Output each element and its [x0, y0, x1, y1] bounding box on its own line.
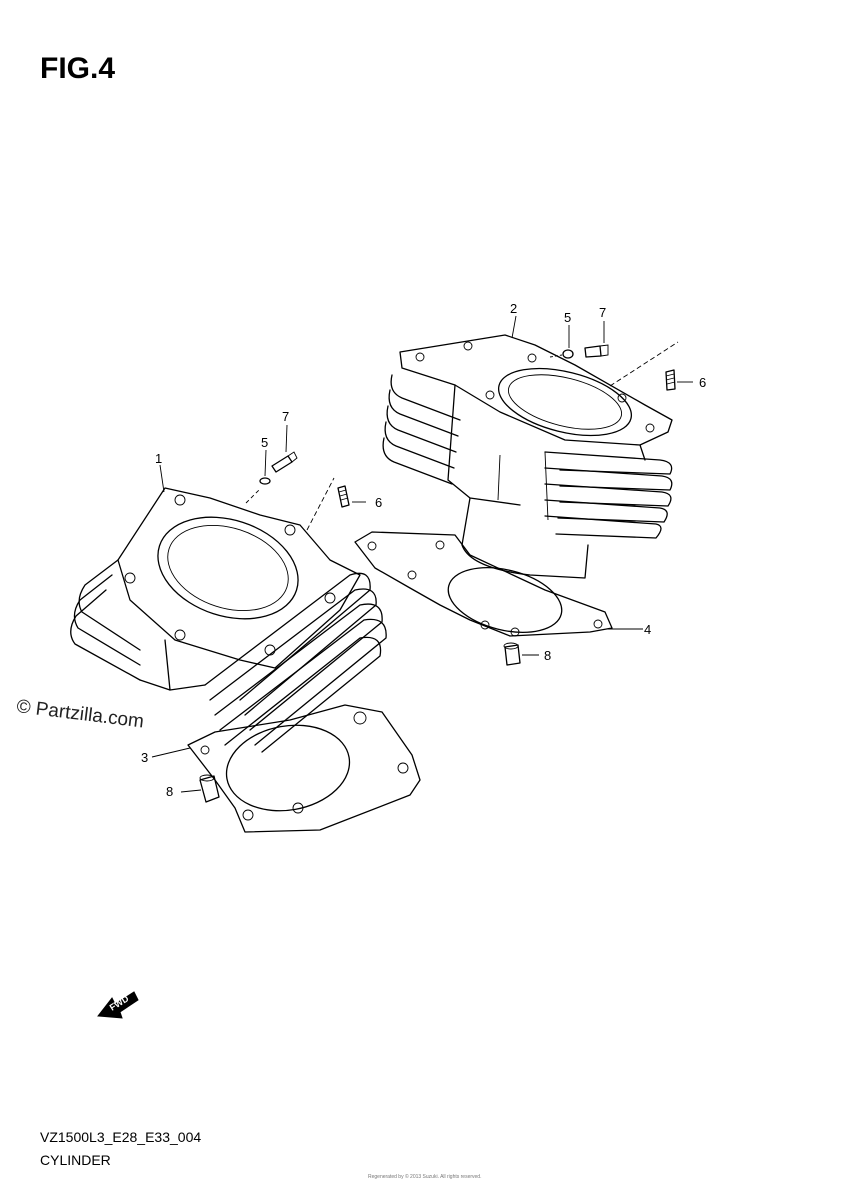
rear-cylinder — [382, 334, 673, 579]
bolt-rear — [584, 344, 609, 358]
washer-front — [259, 477, 271, 485]
rear-cylinder-gasket — [354, 531, 613, 637]
callout-8-front: 8 — [166, 784, 173, 799]
dowel-pin-rear — [503, 642, 521, 666]
callout-7-front: 7 — [282, 409, 289, 424]
stud-rear — [665, 369, 676, 391]
partzilla-watermark: © Partzilla.com — [15, 696, 145, 732]
callout-5-rear: 5 — [564, 310, 571, 325]
leader-lines — [151, 315, 693, 793]
callout-6-front: 6 — [375, 495, 382, 510]
bolt-front — [271, 451, 298, 473]
stud-front — [337, 485, 350, 508]
callout-4: 4 — [644, 622, 651, 637]
diagram-name: CYLINDER — [40, 1152, 111, 1168]
callout-3: 3 — [141, 750, 148, 765]
callout-1: 1 — [155, 451, 162, 466]
front-cylinder — [70, 487, 387, 753]
front-cylinder-gasket — [187, 704, 421, 833]
callout-2: 2 — [510, 301, 517, 316]
washer-rear — [562, 349, 574, 359]
callout-7-rear: 7 — [599, 305, 606, 320]
copyright-note: Regenerated by © 2013 Suzuki. All rights… — [368, 1174, 482, 1180]
callout-6-rear: 6 — [699, 375, 706, 390]
fwd-arrow-icon: FWD — [97, 991, 139, 1019]
callout-8-rear: 8 — [544, 648, 551, 663]
callout-5-front: 5 — [261, 435, 268, 450]
figure-title: FIG.4 — [40, 52, 116, 85]
diagram-code: VZ1500L3_E28_E33_004 — [40, 1129, 202, 1145]
dowel-pin-front — [199, 774, 220, 803]
